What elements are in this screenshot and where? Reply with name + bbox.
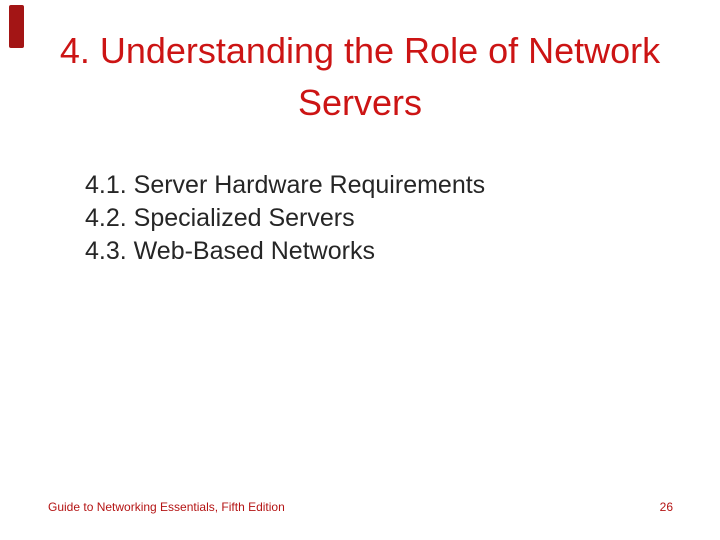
list-item: 4.2. Specialized Servers <box>85 204 355 232</box>
footer-text: Guide to Networking Essentials, Fifth Ed… <box>48 500 285 514</box>
page-number: 26 <box>659 500 673 514</box>
list-item: 4.3. Web-Based Networks <box>85 237 375 265</box>
list-item: 4.1. Server Hardware Requirements <box>85 171 486 199</box>
title-line-2: Servers <box>297 82 423 123</box>
slide-title: 4. Understanding the Role of Network Ser… <box>50 25 670 129</box>
topic-list: 4.1. Server Hardware Requirements 4.2. S… <box>85 169 485 268</box>
accent-bar <box>9 5 24 48</box>
title-line-1: 4. Understanding the Role of Network <box>59 30 661 71</box>
